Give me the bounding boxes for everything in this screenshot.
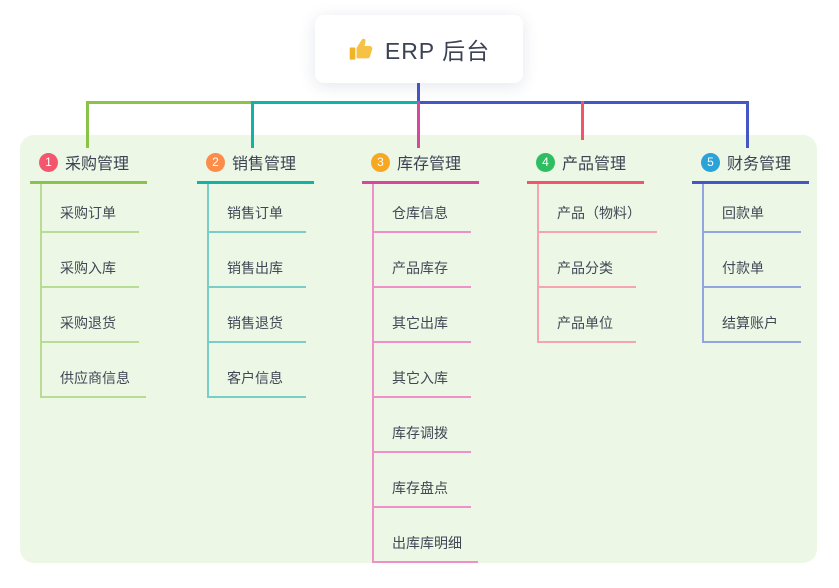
branch-item-node[interactable]: 库存调拨 [374,398,471,453]
branch-items-sales: 销售订单销售出库销售退货客户信息 [207,184,306,398]
branch-label: 采购管理 [65,156,130,173]
branch-label: 财务管理 [727,156,792,173]
branch-item-node[interactable]: 供应商信息 [42,343,146,398]
branch-number-badge: 2 [206,152,225,172]
branch-item-node[interactable]: 销售订单 [209,184,306,233]
branch-item-node[interactable]: 回款单 [704,184,801,233]
branch-item-node[interactable]: 产品（物料） [539,184,657,233]
branch-items-inventory: 仓库信息产品库存其它出库其它入库库存调拨库存盘点出库库明细 [372,184,478,563]
branch-number-badge: 4 [536,152,555,172]
connector-drop-inventory [417,101,420,148]
branch-inventory: 3 库存管理 仓库信息产品库存其它出库其它入库库存调拨库存盘点出库库明细 [362,148,479,563]
branches-panel [20,135,817,563]
thumbs-up-icon [348,36,375,63]
branch-item-node[interactable]: 销售退货 [209,288,306,343]
branch-item-node[interactable]: 客户信息 [209,343,306,398]
branch-item-node[interactable]: 仓库信息 [374,184,471,233]
branch-item-node[interactable]: 产品分类 [539,233,636,288]
connector-drop-product [581,101,584,140]
branch-label: 销售管理 [232,156,297,173]
connector-drop-sales [251,101,254,148]
branch-procurement: 1 采购管理 采购订单采购入库采购退货供应商信息 [30,148,147,398]
branch-item-node[interactable]: 采购退货 [42,288,139,343]
branch-item-node[interactable]: 产品单位 [539,288,636,343]
branch-sales: 2 销售管理 销售订单销售出库销售退货客户信息 [197,148,314,398]
branch-item-node[interactable]: 销售出库 [209,233,306,288]
branch-product: 4 产品管理 产品（物料）产品分类产品单位 [527,148,657,343]
branch-number-badge: 3 [371,152,390,172]
branch-header-procurement[interactable]: 1 采购管理 [30,148,147,184]
branch-item-node[interactable]: 采购订单 [42,184,139,233]
branch-header-inventory[interactable]: 3 库存管理 [362,148,479,184]
branch-label: 库存管理 [397,156,462,173]
branch-item-node[interactable]: 出库库明细 [374,508,478,563]
connector-bus-teal [251,101,419,104]
root-title: ERP 后台 [384,38,491,64]
branch-items-product: 产品（物料）产品分类产品单位 [537,184,657,343]
branch-header-finance[interactable]: 5 财务管理 [692,148,809,184]
connector-drop-procurement [86,101,89,148]
root-node[interactable]: ERP 后台 [315,15,523,83]
branch-label: 产品管理 [562,156,627,173]
branch-item-node[interactable]: 付款单 [704,233,801,288]
branch-item-node[interactable]: 库存盘点 [374,453,471,508]
branch-items-procurement: 采购订单采购入库采购退货供应商信息 [40,184,146,398]
branch-items-finance: 回款单付款单结算账户 [702,184,801,343]
branch-item-node[interactable]: 采购入库 [42,233,139,288]
branch-item-node[interactable]: 其它入库 [374,343,471,398]
branch-header-sales[interactable]: 2 销售管理 [197,148,314,184]
branch-item-node[interactable]: 结算账户 [704,288,801,343]
branch-header-product[interactable]: 4 产品管理 [527,148,644,184]
branch-number-badge: 1 [39,152,58,172]
connector-root-stem [417,83,420,102]
connector-drop-finance [746,101,749,148]
branch-item-node[interactable]: 产品库存 [374,233,471,288]
branch-item-node[interactable]: 其它出库 [374,288,471,343]
branch-finance: 5 财务管理 回款单付款单结算账户 [692,148,809,343]
connector-bus-green [86,101,254,104]
branch-number-badge: 5 [701,152,720,172]
